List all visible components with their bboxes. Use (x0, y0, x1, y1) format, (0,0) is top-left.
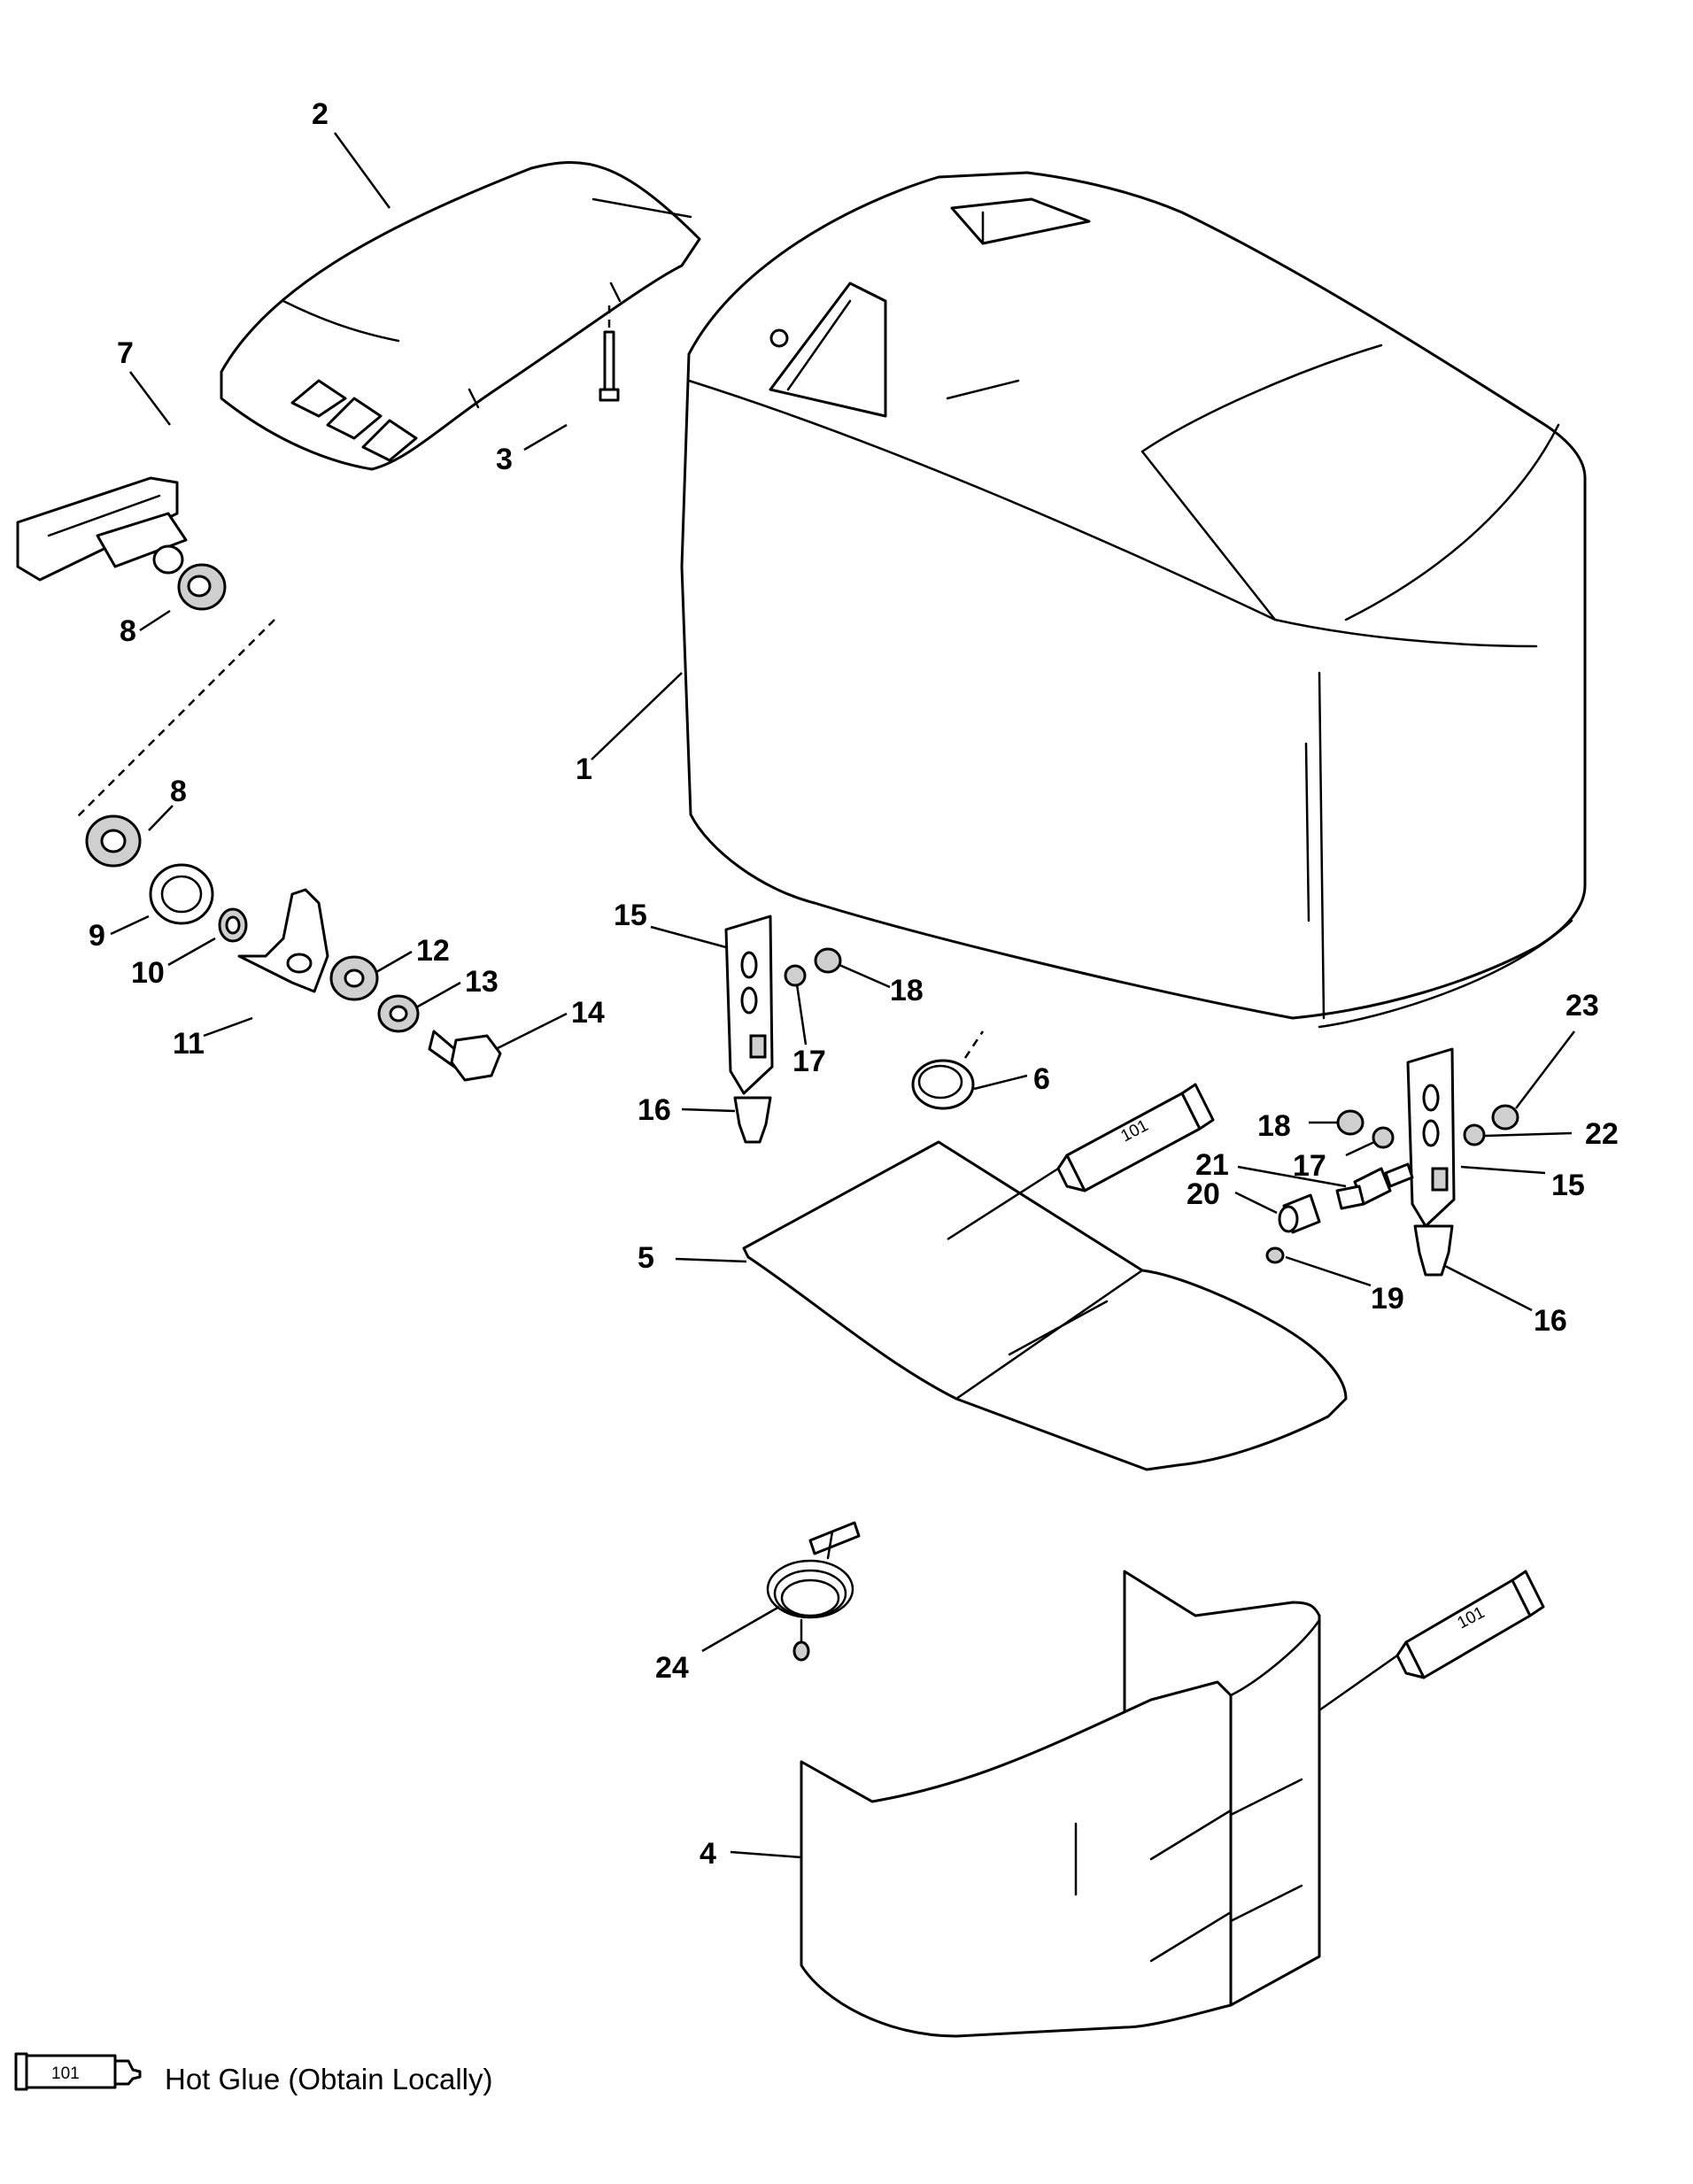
stud-part-21 (1335, 1162, 1414, 1210)
top-cowl-part-1 (680, 171, 1587, 1029)
callout-7: 7 (117, 336, 134, 370)
callout-16-left: 16 (638, 1093, 671, 1127)
spacer-part-20 (1278, 1193, 1321, 1234)
latch-bracket-part-15-right (1406, 1047, 1456, 1228)
callout-22: 22 (1585, 1117, 1619, 1151)
callout-6: 6 (1033, 1062, 1050, 1096)
washer-part-10 (218, 907, 248, 943)
retainer-part-16-left (733, 1096, 772, 1144)
callout-21: 21 (1195, 1148, 1229, 1182)
callout-17-right: 17 (1293, 1149, 1326, 1183)
callout-15-right: 15 (1551, 1169, 1585, 1202)
callout-14: 14 (571, 996, 605, 1030)
legend-glue-tube-icon: 101 (14, 2052, 142, 2091)
assembly-line (74, 619, 275, 820)
callout-19: 19 (1371, 1282, 1404, 1316)
grommet-part-8-lower (85, 814, 142, 868)
pad-part-5 (742, 1140, 1348, 1471)
washer-part-17-left (784, 964, 807, 987)
callout-8-upper: 8 (120, 614, 136, 648)
callout-20: 20 (1187, 1177, 1220, 1211)
handle-part-7 (16, 476, 188, 582)
callout-18-left: 18 (890, 974, 924, 1007)
washer-part-22 (1463, 1123, 1486, 1146)
callout-24: 24 (655, 1651, 689, 1685)
leader-lines (110, 132, 1575, 1859)
callout-15-left: 15 (614, 899, 647, 932)
plug-part-6 (911, 1030, 985, 1110)
callout-2: 2 (312, 97, 329, 131)
nut-part-18-right (1336, 1109, 1364, 1136)
nut-part-18-left (814, 947, 842, 974)
callout-9: 9 (89, 919, 105, 953)
callout-numbers: 2 3 7 8 1 8 9 10 11 12 13 14 15 16 17 18… (89, 97, 1619, 1871)
callout-13: 13 (465, 965, 499, 999)
callout-8-lower: 8 (170, 775, 187, 808)
retainer-part-16-right (1413, 1224, 1454, 1277)
bushing-part-9 (149, 863, 214, 925)
callout-4: 4 (700, 1837, 716, 1871)
nut-part-23 (1491, 1104, 1519, 1131)
callout-3: 3 (496, 443, 513, 476)
callout-17-left: 17 (792, 1045, 826, 1078)
glue-tube-lower: 101 (1283, 1570, 1545, 1737)
bolt-part-14 (428, 1030, 502, 1082)
washer-part-12 (329, 955, 379, 1001)
callout-11: 11 (173, 1027, 205, 1061)
washer-part-19 (1265, 1246, 1285, 1264)
nut-part-13 (377, 994, 420, 1033)
latch-hook-part-11 (237, 888, 329, 993)
callout-12: 12 (416, 934, 450, 968)
grommet-part-8-upper (177, 563, 227, 611)
callout-10: 10 (131, 956, 165, 990)
callout-23: 23 (1565, 989, 1599, 1023)
screw-part-3 (599, 305, 620, 402)
callout-18-right: 18 (1257, 1109, 1291, 1143)
legend-code: 101 (51, 2064, 80, 2083)
glue-tube-upper: 101 (947, 1083, 1215, 1241)
callout-1: 1 (576, 752, 592, 786)
washer-part-17-right (1372, 1126, 1395, 1149)
lanyard-part-24 (766, 1521, 861, 1662)
legend-text: Hot Glue (Obtain Locally) (165, 2063, 493, 2095)
callout-16-right: 16 (1534, 1304, 1567, 1338)
latch-bracket-part-15-left (724, 915, 774, 1095)
top-cover-part-2 (220, 161, 701, 471)
bottom-panel-part-4 (800, 1570, 1321, 2038)
callout-5: 5 (638, 1241, 654, 1275)
